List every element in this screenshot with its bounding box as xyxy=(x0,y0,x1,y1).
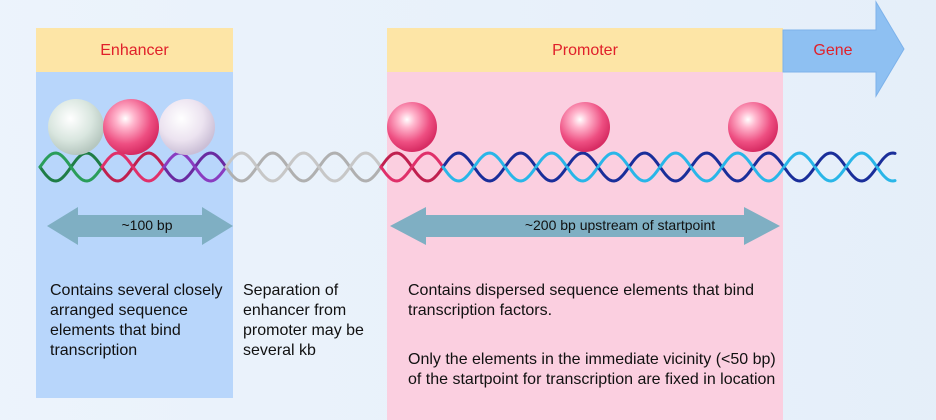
dna-strand-segment xyxy=(565,151,599,169)
promoter-span-label: ~200 bp upstream of startpoint xyxy=(524,217,716,233)
dna-strand-segment xyxy=(751,165,785,183)
dna-strand-segment xyxy=(441,151,475,169)
dna-strand-segment xyxy=(379,165,413,183)
separation-description: Separation of enhancer from promoter may… xyxy=(243,282,364,359)
enhancer-description: Contains several closely arranged sequen… xyxy=(50,282,223,359)
dna-strand-segment xyxy=(69,165,103,183)
dna-strand-segment xyxy=(317,151,351,169)
dna-strand-segment xyxy=(503,151,537,169)
promoter-protein-sphere xyxy=(560,102,610,152)
enhancer-protein-sphere xyxy=(48,99,104,155)
dna-strand-segment xyxy=(503,165,537,183)
dna-strand-segment xyxy=(410,151,444,169)
dna-strand-segment xyxy=(286,165,320,183)
dna-strand-segment xyxy=(782,165,816,183)
promoter-label: Promoter xyxy=(552,42,618,59)
dna-strand-segment xyxy=(441,165,475,183)
dna-strand-segment xyxy=(224,151,258,169)
dna-strand-segment xyxy=(379,151,413,169)
dna-strand-segment xyxy=(596,151,630,169)
dna-strand-segment xyxy=(813,151,847,169)
dna-strand-segment xyxy=(720,165,754,183)
dna-strand-segment xyxy=(844,165,878,183)
dna-strand-segment xyxy=(38,151,72,169)
dna-strand-segment xyxy=(534,151,568,169)
dna-strand-segment xyxy=(534,165,568,183)
dna-strand-segment xyxy=(100,151,134,169)
dna-strand-segment xyxy=(193,151,227,169)
dna-strand-segment xyxy=(348,165,382,183)
dna-strand-segment xyxy=(844,151,878,169)
dna-strand-segment xyxy=(875,151,897,169)
dna-strand-segment xyxy=(472,165,506,183)
dna-strand-segment xyxy=(69,151,103,169)
dna-strand-segment xyxy=(627,165,661,183)
promoter-protein-sphere xyxy=(728,102,778,152)
enhancer-protein-sphere xyxy=(159,99,215,155)
promoter-span-arrow xyxy=(390,207,780,245)
dna-strand-segment xyxy=(627,151,661,169)
enhancer-span-arrow xyxy=(47,207,233,245)
enhancer-header xyxy=(36,28,233,72)
gene-label: Gene xyxy=(813,42,853,59)
dna-strand-segment xyxy=(255,151,289,169)
dna-strand-segment xyxy=(162,151,196,169)
dna-strand-segment xyxy=(596,165,630,183)
promoter-header xyxy=(387,28,783,72)
dna-strand-segment xyxy=(286,151,320,169)
dna-strand-segment xyxy=(410,165,444,183)
dna-strand-segment xyxy=(472,151,506,169)
dna-strand-segment xyxy=(131,151,165,169)
enhancer-label: Enhancer xyxy=(100,42,169,59)
dna-strand-segment xyxy=(720,151,754,169)
dna-strand-segment xyxy=(689,151,723,169)
dna-strand-segment xyxy=(658,151,692,169)
promoter-description-1: Contains dispersed sequence elements tha… xyxy=(408,282,754,319)
dna-strand-segment xyxy=(875,165,897,183)
dna-strand-segment xyxy=(193,165,227,183)
dna-strand-segment xyxy=(658,165,692,183)
enhancer-span-label: ~100 bp xyxy=(121,217,173,233)
dna-strand-segment xyxy=(162,165,196,183)
dna-helix xyxy=(38,151,897,183)
promoter-description-2: Only the elements in the immediate vicin… xyxy=(408,351,776,388)
dna-strand-segment xyxy=(100,165,134,183)
gene-arrow xyxy=(782,0,905,98)
enhancer-protein-sphere xyxy=(103,99,159,155)
dna-strand-segment xyxy=(565,165,599,183)
dna-strand-segment xyxy=(348,151,382,169)
dna-strand-segment xyxy=(224,165,258,183)
dna-strand-segment xyxy=(813,165,847,183)
dna-strand-segment xyxy=(38,165,72,183)
dna-strand-segment xyxy=(782,151,816,169)
promoter-protein-sphere xyxy=(387,102,437,152)
dna-strand-segment xyxy=(131,165,165,183)
dna-strand-segment xyxy=(317,165,351,183)
dna-strand-segment xyxy=(751,151,785,169)
dna-strand-segment xyxy=(255,165,289,183)
dna-strand-segment xyxy=(689,165,723,183)
